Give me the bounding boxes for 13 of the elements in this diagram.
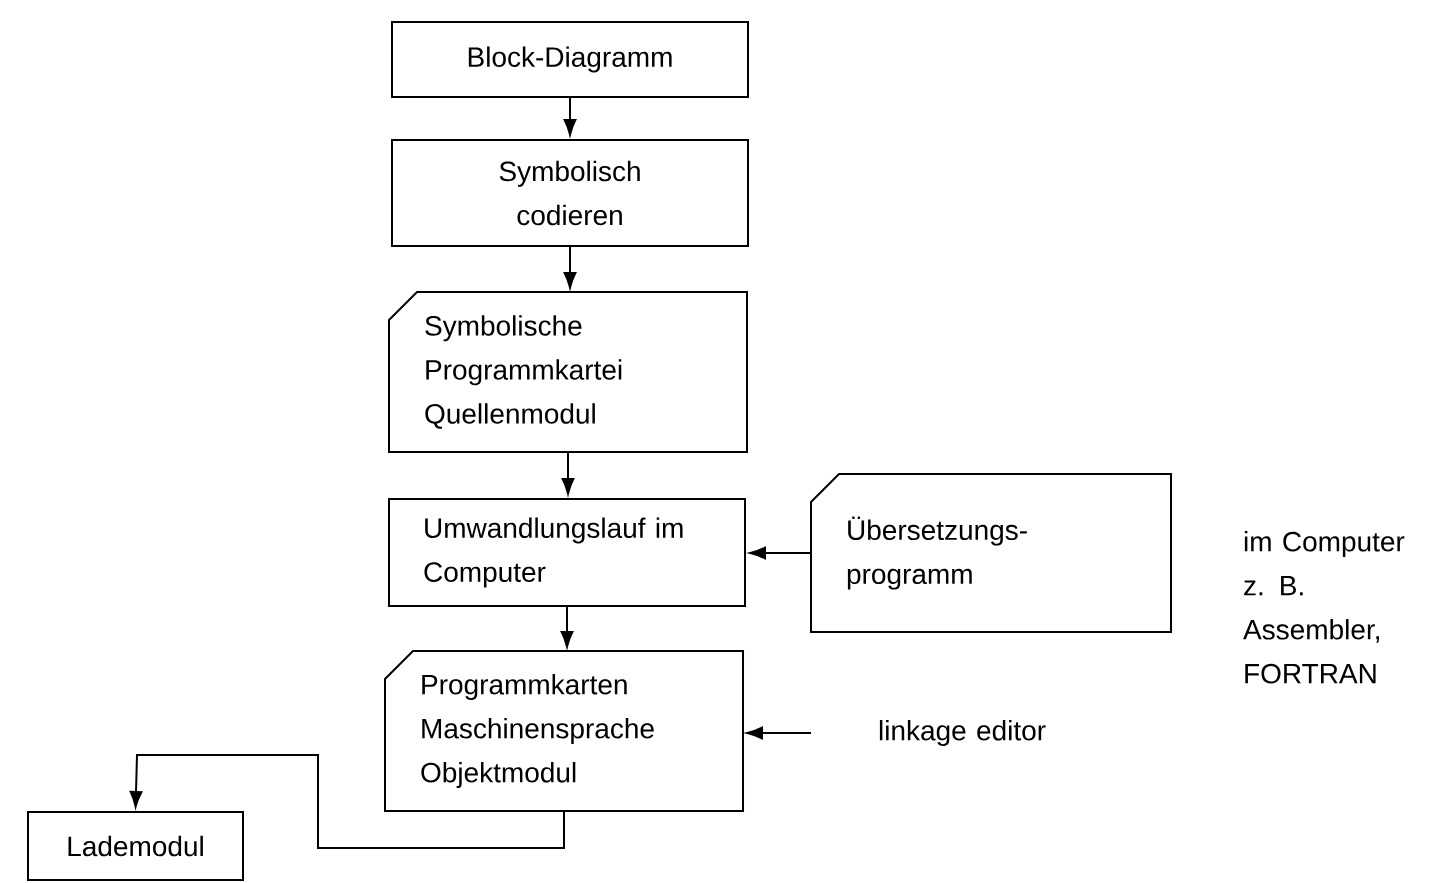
process-box: Symbolisch codieren <box>391 139 749 247</box>
note-text: im Computer z. B. Assembler, FORTRAN <box>1243 531 1405 684</box>
arrow <box>563 246 577 289</box>
arrow <box>563 97 577 136</box>
arrow <box>746 726 812 740</box>
text-label: linkage editor <box>879 719 1046 747</box>
process-box: Umwandlungslauf im Computer <box>388 498 746 607</box>
arrow <box>129 754 565 849</box>
process-box: Block-Diagramm <box>391 21 749 98</box>
arrow <box>560 606 574 648</box>
arrow <box>749 546 812 560</box>
process-box: Lademodul <box>27 811 244 881</box>
arrow <box>561 451 575 495</box>
